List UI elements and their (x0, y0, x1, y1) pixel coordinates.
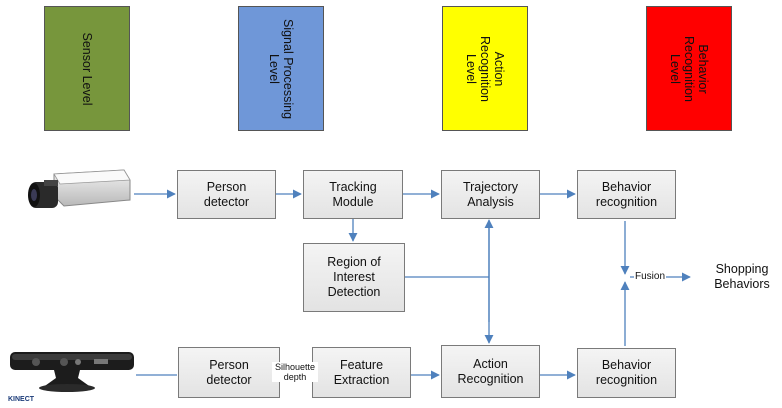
behavior-recognition-bottom: Behavior recognition (577, 348, 676, 398)
tracking-module-label: Tracking Module (329, 179, 377, 209)
person-detector-bottom: Person detector (178, 347, 280, 398)
fusion-label: Fusion (634, 271, 667, 283)
trajectory-analysis-label: Trajectory Analysis (462, 179, 519, 209)
region-of-interest-detection-label: Region of Interest Detection (327, 255, 381, 299)
feature-extraction-label: Feature Extraction (333, 357, 390, 387)
cctv-camera-icon (28, 169, 131, 208)
feature-extraction: Feature Extraction (312, 347, 411, 398)
action-recognition-level-header: Action Recognition Level (442, 6, 528, 131)
kinect-logo-label: KINECT (8, 396, 35, 403)
person-detector-bottom-label: Person detector (206, 357, 252, 387)
person-detector-top-label: Person detector (203, 179, 250, 209)
action-recognition-label: Action Recognition (457, 356, 524, 386)
tracking-module: Tracking Module (303, 170, 403, 219)
signal-processing-level-header: Signal Processing Level (238, 6, 324, 131)
sensor-level-header: Sensor Level (44, 6, 130, 131)
silhouette-depth-label: Silhouette depth (272, 362, 318, 382)
action-recognition: Action Recognition (441, 345, 540, 398)
kinect-sensor-icon (10, 352, 134, 392)
region-of-interest-detection: Region of Interest Detection (303, 243, 405, 312)
shopping-behaviors-label: Shopping Behaviors (714, 262, 770, 291)
behavior-recognition-top: Behavior recognition (577, 170, 676, 219)
behavior-recognition-level-header: Behavior Recognition Level (646, 6, 732, 131)
behavior-recognition-bottom-label: Behavior recognition (595, 358, 658, 387)
trajectory-analysis: Trajectory Analysis (441, 170, 540, 219)
person-detector-top: Person detector (177, 170, 276, 219)
behavior-recognition-top-label: Behavior recognition (595, 179, 658, 209)
